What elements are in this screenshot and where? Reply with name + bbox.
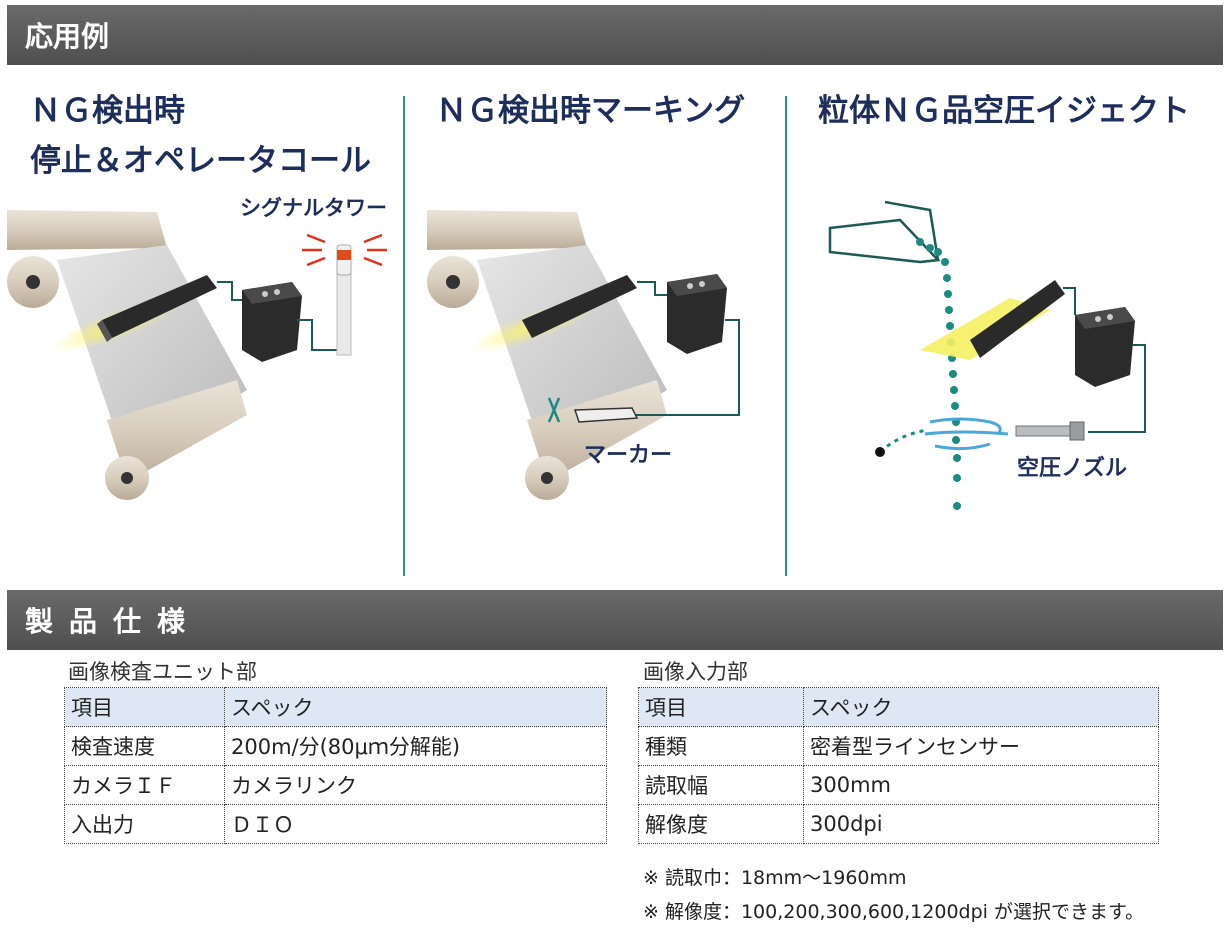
ng-marking-illustration — [427, 210, 740, 500]
panel2-title: ＮＧ検出時マーキング — [436, 93, 746, 129]
section-title: 製品仕様 — [25, 605, 202, 638]
section-header-applications: 応用例 — [7, 5, 1223, 65]
cell: 検査速度 — [64, 726, 225, 766]
section-title: 応用例 — [25, 20, 110, 53]
header-cell: スペック — [803, 687, 1159, 727]
cell: 密着型ラインセンサー — [803, 726, 1159, 766]
panel-divider — [403, 96, 405, 576]
granule-dots — [916, 238, 961, 510]
panel1-title-line2: 停止＆オペレータコール — [30, 143, 371, 179]
cell: ＤＩＯ — [224, 804, 607, 844]
marker-label: マーカー — [584, 443, 673, 468]
spec-table-right: 項目 スペック 種類 密着型ラインセンサー 読取幅 300mm 解像度 300d… — [638, 687, 1159, 844]
table-row: 入出力 ＤＩＯ — [64, 804, 607, 844]
cell: 入出力 — [64, 804, 225, 844]
header-cell: 項目 — [638, 687, 804, 727]
cell: カメラＩＦ — [64, 765, 225, 805]
air-blow-icon — [924, 417, 1009, 451]
table-caption-left: 画像検査ユニット部 — [68, 660, 257, 684]
table-row: カメラＩＦ カメラリンク — [64, 765, 607, 805]
cell: カメラリンク — [224, 765, 607, 805]
cell: 200m/分(80μｍ分解能) — [224, 726, 607, 766]
web-inspection-stop-illustration — [7, 210, 387, 500]
panel-divider — [785, 96, 787, 576]
note-read-width: ※ 読取巾：18mm～1960mm — [643, 867, 907, 889]
table-header-row: 項目 スペック — [638, 687, 1159, 727]
table-row: 種類 密着型ラインセンサー — [638, 726, 1159, 766]
table-row: 検査速度 200m/分(80μｍ分解能) — [64, 726, 607, 766]
table-header-row: 項目 スペック — [64, 687, 607, 727]
table-row: 解像度 300dpi — [638, 804, 1159, 844]
cell: 300mm — [803, 765, 1159, 805]
table-caption-right: 画像入力部 — [643, 660, 748, 684]
section-header-specs: 製品仕様 — [7, 590, 1223, 650]
header-cell: 項目 — [64, 687, 225, 727]
panel3-title: 粒体ＮＧ品空圧イジェクト — [818, 93, 1190, 129]
spec-table-left: 項目 スペック 検査速度 200m/分(80μｍ分解能) カメラＩＦ カメラリン… — [64, 687, 607, 844]
cell: 300dpi — [803, 804, 1159, 844]
granule-air-eject-illustration — [828, 200, 1146, 510]
note-resolution: ※ 解像度：100,200,300,600,1200dpi が選択できます。 — [643, 901, 1145, 923]
cell: 解像度 — [638, 804, 804, 844]
air-nozzle-label: 空圧ノズル — [1017, 456, 1128, 481]
header-cell: スペック — [224, 687, 607, 727]
panel1-title-line1: ＮＧ検出時 — [30, 93, 185, 129]
panel1-title: ＮＧ検出時 停止＆オペレータコール — [30, 86, 371, 186]
signal-tower-label: シグナルタワー — [240, 196, 387, 220]
cell: 読取幅 — [638, 765, 804, 805]
cell: 種類 — [638, 726, 804, 766]
table-row: 読取幅 300mm — [638, 765, 1159, 805]
